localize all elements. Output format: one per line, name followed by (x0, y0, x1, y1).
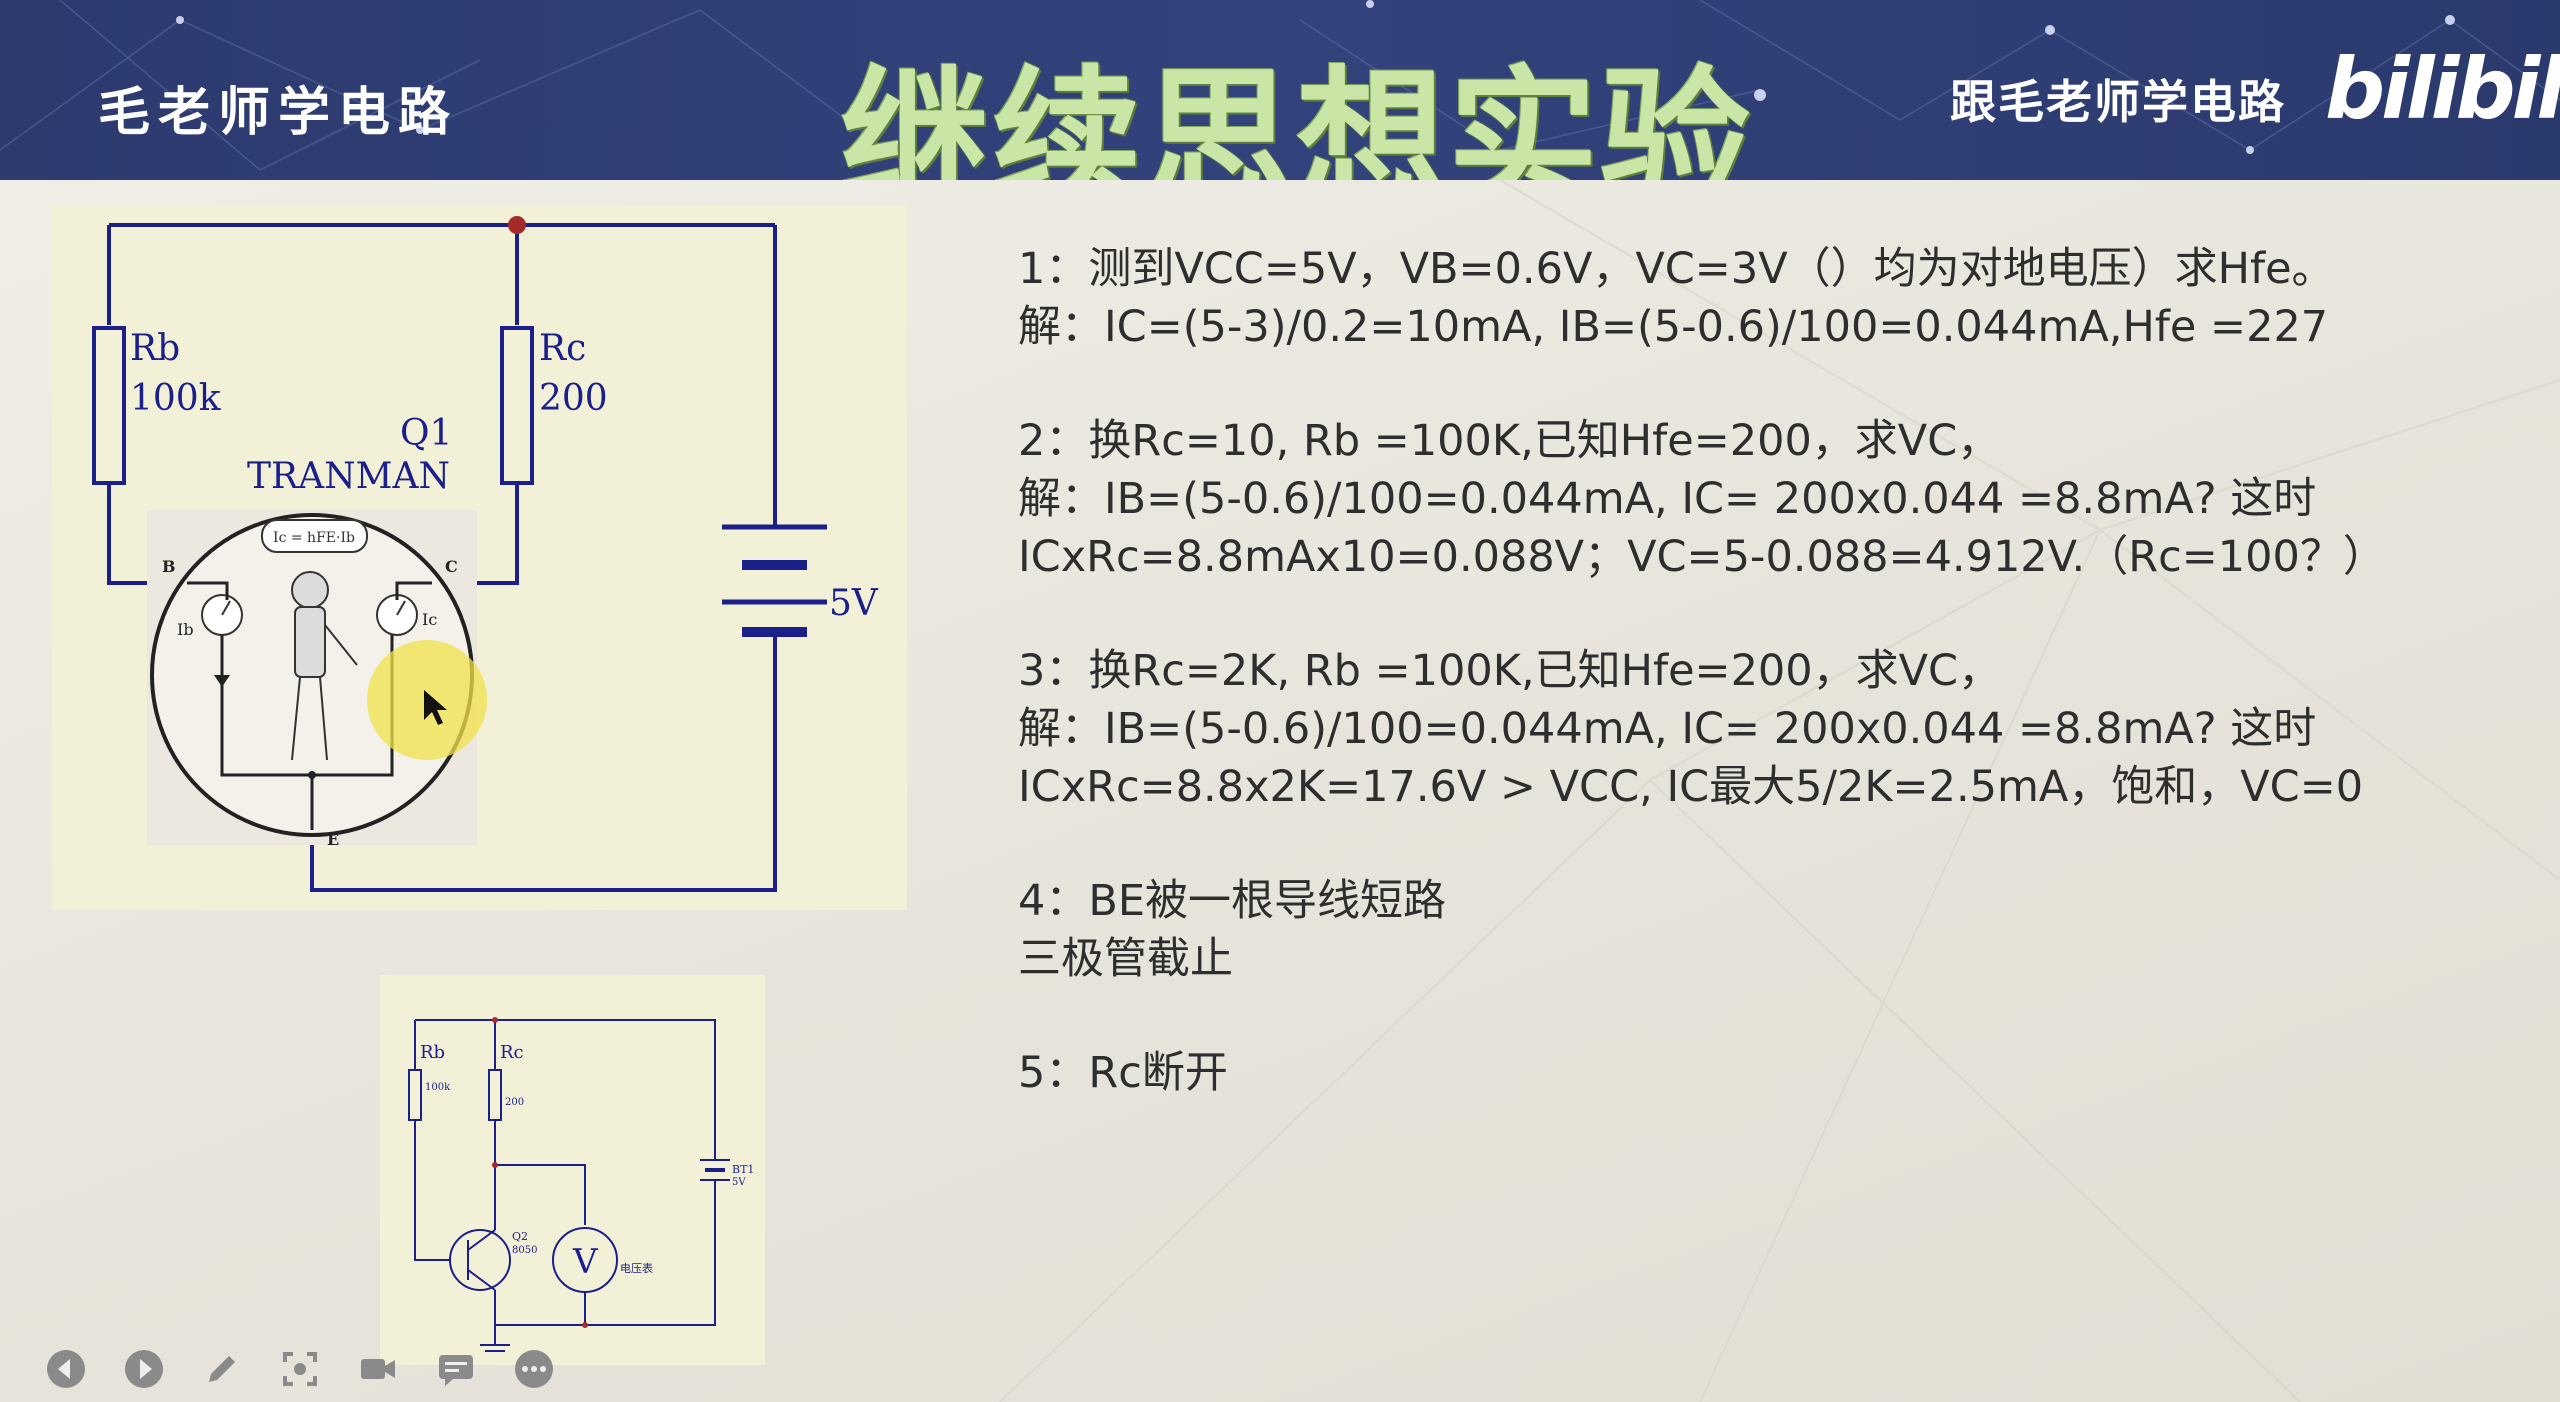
thought-experiment-text: 1：测到VCC=5V，VB=0.6V，VC=3V（）均为对地电压）求Hfe。 解… (1018, 240, 2518, 1102)
background-pattern (999, 180, 2560, 1402)
small-bt-name: BT1 (732, 1163, 754, 1176)
header-network-pattern (0, 0, 2560, 171)
question-4: 4：BE被一根导线短路 (1018, 876, 1447, 926)
wire (310, 632, 777, 892)
channel-brand-left: 毛老师学电路 (98, 82, 459, 143)
ib-label: Ib (177, 620, 194, 639)
question-3: 3：换Rc=2K, Rb =100K,已知Hfe=200，求VC， (1018, 646, 2002, 696)
small-rb-name: Rb (420, 1042, 445, 1063)
transistor-name-label: Q1 (400, 413, 452, 454)
resistor-rc (500, 326, 534, 485)
camera-button[interactable] (352, 1346, 404, 1392)
small-meter-label: 电压表 (620, 1261, 653, 1275)
pin-c-label: C (445, 557, 458, 576)
small-bt-value: 5V (732, 1177, 746, 1188)
small-rc-name: Rc (500, 1042, 524, 1063)
answer-2-line-2: ICxRc=8.8mAx10=0.088V；VC=5-0.088=4.912V.… (1018, 532, 2386, 582)
answer-2-line-1: 解：IB=(5-0.6)/100=0.044mA, IC= 200x0.044 … (1018, 474, 2317, 524)
rc-value-label: 200 (539, 378, 608, 419)
more-icon (515, 1350, 553, 1388)
small-q-name: Q2 (512, 1230, 528, 1243)
question-1: 1：测到VCC=5V，VB=0.6V，VC=3V（）均为对地电压）求Hfe。 (1018, 244, 2335, 294)
camera-icon (361, 1359, 395, 1379)
small-q-model: 8050 (512, 1245, 537, 1256)
answer-3-line-2: ICxRc=8.8x2K=17.6V > VCC, IC最大5/2K=2.5mA… (1018, 762, 2364, 812)
rb-name-label: Rb (130, 328, 180, 369)
battery-voltage-label: 5V (829, 583, 879, 624)
pin-b-label: B (162, 557, 176, 576)
rb-value-label: 100k (130, 378, 222, 419)
answer-4: 三极管截止 (1018, 934, 1233, 984)
next-slide-button[interactable] (118, 1346, 170, 1392)
question-5: 5：Rc断开 (1018, 1048, 1228, 1098)
screenshot-icon (283, 1352, 317, 1386)
transistor-model-label: TRANMAN (247, 456, 450, 497)
pen-button[interactable] (196, 1346, 248, 1392)
cursor-icon (424, 690, 447, 725)
screenshot-button[interactable] (274, 1346, 326, 1392)
transistor-circuit-diagram: Ic = hFE·Ib B C E Ib Ic (52, 205, 907, 910)
formula-label: Ic = hFE·Ib (273, 530, 355, 546)
slide-title: 继续思想实验 (840, 53, 1753, 180)
channel-brand-right: 跟毛老师学电路 (1950, 75, 2286, 129)
rc-name-label: Rc (539, 328, 586, 369)
small-rb-value: 100k (425, 1082, 451, 1093)
small-schematic: Rb 100k Rc 200 Q2 8050 BT1 5V 电压表 V (380, 975, 765, 1365)
comment-icon (439, 1355, 473, 1386)
small-meter-symbol: V (572, 1242, 599, 1282)
small-rc-value: 200 (505, 1097, 524, 1108)
prev-slide-button[interactable] (40, 1346, 92, 1392)
more-button[interactable] (508, 1346, 560, 1392)
pin-e-label: E (327, 830, 339, 849)
answer-3-line-1: 解：IB=(5-0.6)/100=0.044mA, IC= 200x0.044 … (1018, 704, 2317, 754)
answer-1: 解：IC=(5-3)/0.2=10mA, IB=(5-0.6)/100=0.04… (1018, 302, 2329, 352)
bilibili-logo: bilibili (2325, 40, 2560, 138)
title-banner: 毛老师学电路 继续思想实验 跟毛老师学电路 bilibili (0, 0, 2560, 180)
next-icon (125, 1350, 163, 1388)
resistor-rb (92, 326, 126, 485)
presentation-toolbar (40, 1345, 560, 1393)
pen-icon (209, 1356, 235, 1382)
junction-dot (508, 216, 526, 234)
ic-label: Ic (422, 610, 437, 629)
comment-button[interactable] (430, 1346, 482, 1392)
question-2: 2：换Rc=10, Rb =100K,已知Hfe=200，求VC， (1018, 416, 2001, 466)
prev-icon (47, 1350, 85, 1388)
